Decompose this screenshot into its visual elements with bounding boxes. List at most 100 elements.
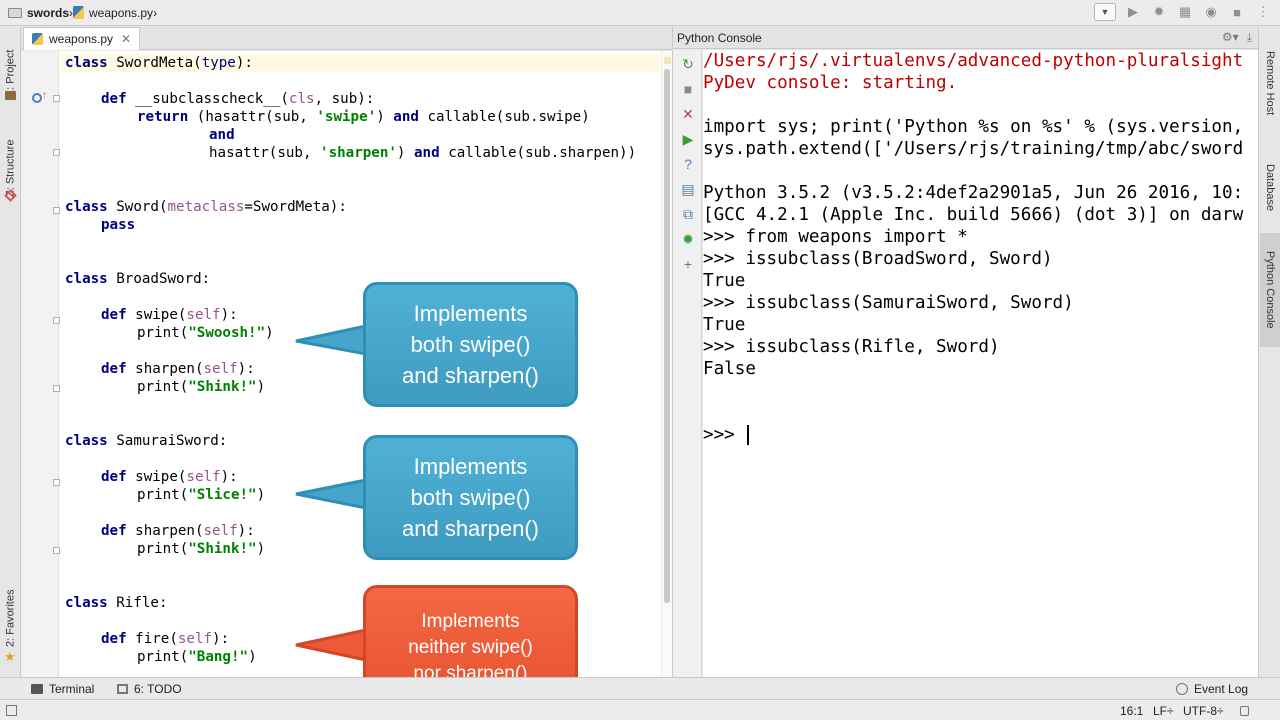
code-line: return (hasattr(sub, 'swipe') and callab…	[137, 109, 590, 125]
breadcrumb-file[interactable]: weapons.py	[73, 0, 153, 26]
navigation-bar: swords › weapons.py › ▼ ▶ ✹ ▦ ◉ ■ ⋮	[0, 0, 1280, 26]
callout-broadsword: Implements both swipe() and sharpen()	[363, 282, 578, 407]
code-line: class Sword(metaclass=SwordMeta):	[65, 199, 347, 215]
editor-scrollbar[interactable]	[661, 51, 672, 677]
current-line-highlight	[60, 54, 660, 72]
variables-icon[interactable]: ▤	[681, 181, 695, 197]
tool-tab-project[interactable]: 1: Project	[1, 33, 20, 113]
status-bar: 16:1 LF÷ UTF-8÷	[0, 699, 1280, 720]
breadcrumb-file-label: weapons.py	[89, 5, 154, 20]
tool-tab-event-log[interactable]: Event Log	[1176, 678, 1248, 700]
more-icon[interactable]: ⋮	[1256, 4, 1270, 19]
fold-icon	[53, 207, 60, 214]
tool-tab-database[interactable]: Database	[1260, 143, 1280, 233]
debug-console-icon[interactable]: ✹	[682, 231, 694, 247]
fold-icon	[53, 95, 60, 102]
hide-icon[interactable]: ⤓	[1246, 30, 1252, 44]
console-line: sys.path.extend(['/Users/rjs/training/tm…	[703, 139, 1244, 159]
rerun-icon[interactable]: ↻	[682, 56, 694, 72]
editor-tab-weapons[interactable]: weapons.py ✕	[23, 27, 141, 50]
terminal-icon	[31, 684, 43, 694]
tool-tab-python-console[interactable]: Python Console	[1260, 233, 1280, 347]
text-caret	[747, 425, 750, 445]
code-line: print("Swoosh!")	[137, 325, 274, 341]
console-line: import sys; print('Python %s on %s' % (s…	[703, 117, 1244, 137]
gear-icon[interactable]: ⚙▾	[1221, 30, 1239, 44]
todo-icon	[117, 684, 128, 694]
editor-tab-bar: weapons.py ✕	[21, 27, 672, 50]
tool-tab-terminal-label: Terminal	[49, 682, 95, 696]
console-line: True	[703, 271, 746, 291]
folder-icon	[8, 7, 22, 18]
event-log-icon	[1176, 683, 1188, 695]
editor-gutter: ↑	[21, 51, 60, 677]
add-console-icon[interactable]: +	[683, 256, 693, 272]
stop-icon[interactable]: ■	[1233, 4, 1241, 20]
console-prompt: >>>	[703, 425, 746, 445]
execute-icon[interactable]: ▶	[682, 131, 694, 147]
stop-icon[interactable]: ■	[683, 81, 693, 97]
run-config-dropdown[interactable]: ▼	[1094, 3, 1116, 21]
fold-icon	[53, 547, 60, 554]
python-file-icon	[32, 33, 43, 45]
code-content: class SwordMeta(type): def __subclassche…	[21, 51, 661, 677]
help-icon[interactable]: ?	[684, 156, 692, 172]
code-line: print("Shink!")	[137, 541, 266, 557]
close-icon[interactable]: ✕	[682, 106, 694, 122]
console-toolbar: ↻ ■ ✕ ▶ ? ▤ ⧉ ✹ +	[672, 50, 702, 677]
callout-samurai: Implements both swipe() and sharpen()	[363, 435, 578, 560]
close-icon[interactable]: ✕	[121, 32, 132, 46]
coverage-icon[interactable]: ▦	[1178, 4, 1192, 19]
tool-tab-database-label: Database	[1264, 164, 1276, 212]
console-input[interactable]: >>>	[703, 424, 750, 446]
tool-tab-favorites[interactable]: 2: Favorites	[1, 583, 20, 653]
console-line: >>> issubclass(SamuraiSword, Sword)	[703, 293, 1074, 313]
debug-icon[interactable]: ✹	[1153, 4, 1165, 19]
console-line: >>> from weapons import *	[703, 227, 968, 247]
breadcrumb-separator-icon: ›	[153, 5, 158, 20]
code-line: print("Bang!")	[137, 649, 257, 665]
tool-tab-remote-host[interactable]: Remote Host	[1260, 33, 1280, 133]
fold-icon	[53, 317, 60, 324]
tool-tab-terminal[interactable]: Terminal	[31, 678, 94, 700]
fold-icon	[53, 149, 60, 156]
history-icon[interactable]: ⧉	[683, 206, 693, 222]
code-line: def sharpen(self):	[101, 523, 255, 539]
tool-tab-event-log-label: Event Log	[1194, 682, 1249, 696]
breadcrumb-project-label: swords	[27, 5, 70, 20]
callout-broadsword-text: Implements both swipe() and sharpen()	[402, 301, 539, 388]
tool-tab-todo[interactable]: 6: TODO	[117, 678, 182, 700]
editor-tab-label: weapons.py	[49, 32, 114, 46]
python-console[interactable]: /Users/rjs/.virtualenvs/advanced-python-…	[703, 50, 1258, 677]
code-editor[interactable]: ↑ class SwordMeta(type): def __subclassc…	[21, 51, 672, 677]
console-line: [GCC 4.2.1 (Apple Inc. build 5666) (dot …	[703, 205, 1244, 225]
code-line: def __subclasscheck__(cls, sub):	[101, 91, 375, 107]
tool-tab-remote-host-label: Remote Host	[1264, 50, 1276, 116]
lock-icon[interactable]	[1240, 700, 1249, 720]
console-line: False	[703, 359, 756, 379]
breadcrumb-project[interactable]: swords	[8, 0, 69, 26]
run-icon[interactable]: ▶	[1128, 4, 1138, 19]
layout-toggle-icon[interactable]	[6, 700, 17, 720]
code-line: pass	[101, 217, 136, 233]
code-line: def fire(self):	[101, 631, 230, 647]
console-line: Python 3.5.2 (v3.5.2:4def2a2901a5, Jun 2…	[703, 183, 1244, 203]
override-marker-icon	[32, 93, 42, 103]
line-separator[interactable]: LF÷	[1153, 703, 1174, 718]
console-header: Python Console ⚙▾ ⤓	[672, 27, 1258, 49]
scrollbar-thumb[interactable]	[664, 69, 670, 603]
console-line: >>> issubclass(BroadSword, Sword)	[703, 249, 1053, 269]
tool-tab-project-label: 1: Project	[4, 49, 17, 97]
right-tool-strip: Remote Host Database Python Console	[1258, 27, 1280, 677]
code-line: def swipe(self):	[101, 307, 238, 323]
code-line: hasattr(sub, 'sharpen') and callable(sub…	[209, 145, 637, 161]
fold-icon	[53, 385, 60, 392]
tool-tab-python-console-label: Python Console	[1264, 251, 1276, 329]
code-line: and	[209, 127, 235, 143]
left-tool-strip: 1: Project Z: Structure 2: Favorites ★	[0, 27, 21, 677]
tool-tab-todo-label: 6: TODO	[134, 682, 182, 696]
cursor-position[interactable]: 16:1	[1120, 703, 1144, 718]
profile-icon[interactable]: ◉	[1205, 4, 1217, 19]
file-encoding[interactable]: UTF-8÷	[1183, 703, 1224, 718]
code-line: def swipe(self):	[101, 469, 238, 485]
